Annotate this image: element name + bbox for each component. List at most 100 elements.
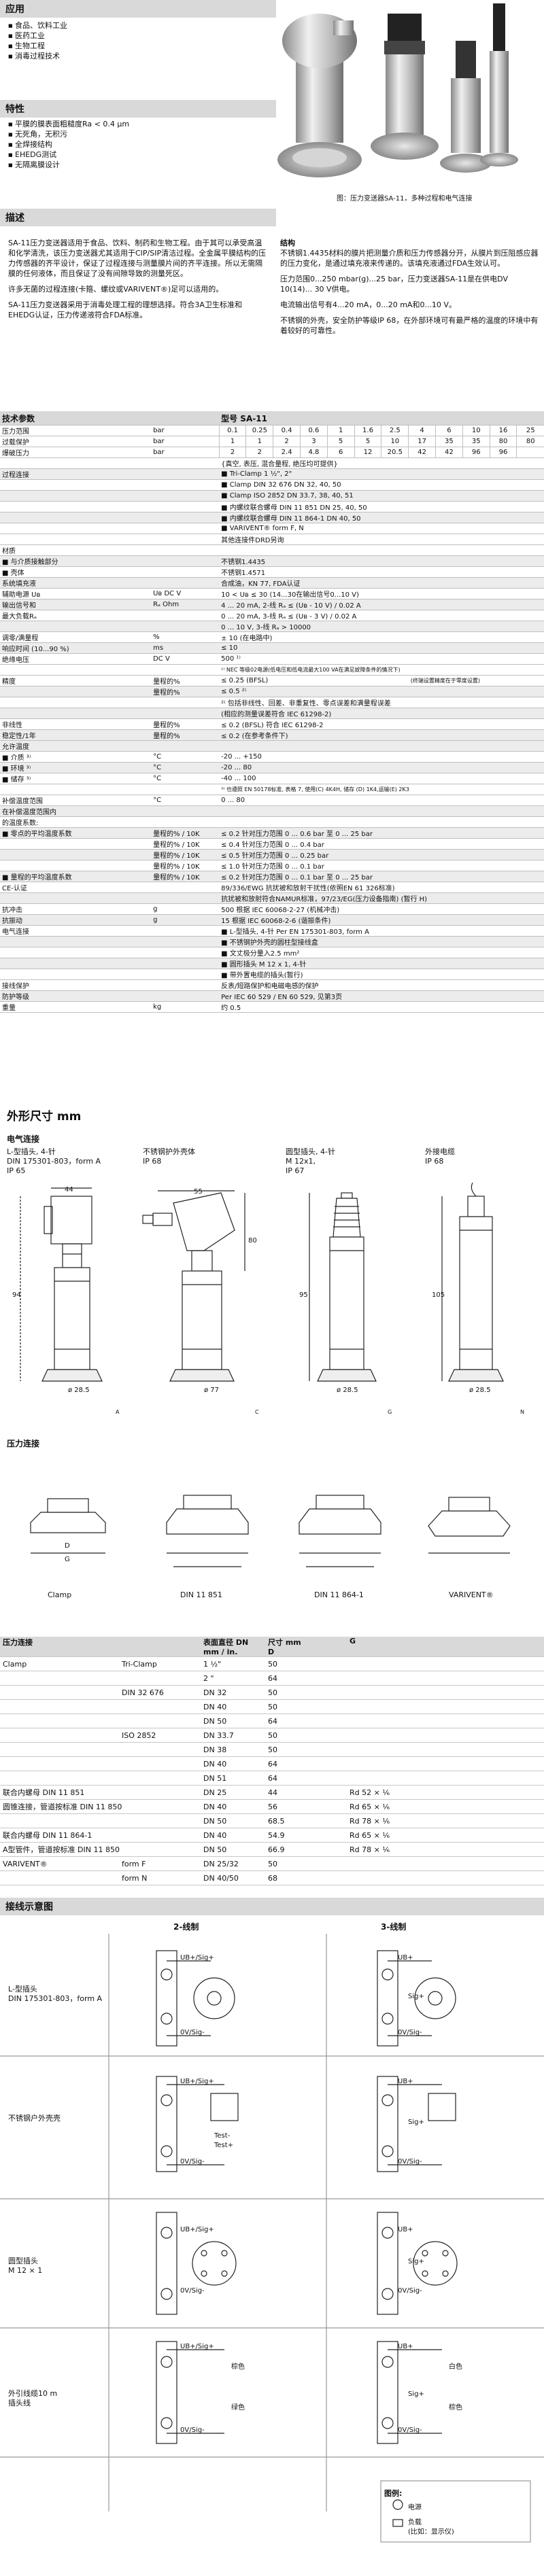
spec-cell	[219, 740, 544, 752]
spec-cell: ■ 圆形插头 M 12 x 1, 4-针	[219, 958, 544, 969]
spec-cell: 压力范围	[0, 425, 152, 436]
spec-cell	[0, 784, 220, 795]
pressure-conn-drawings: DG	[30, 1495, 511, 1567]
spec-cell	[0, 523, 220, 534]
conn-table-cell: DN 50	[201, 1813, 265, 1828]
conn-table-cell: Rd 65 × ⅙	[347, 1799, 544, 1814]
spec-cell: Rₐ Ohm	[151, 599, 220, 610]
conn-table-cell	[0, 1870, 119, 1885]
pressure-conn-caption: VARIVENT®	[449, 1590, 494, 1599]
dim-letter: N	[520, 1409, 524, 1415]
conn-table-cell: 64	[265, 1771, 347, 1786]
spec-cell: {真空, 表压, 混合量程, 绝压均可提供}	[219, 457, 544, 469]
spec-cell: 0.6	[300, 425, 328, 436]
spec-cell	[0, 697, 152, 708]
spec-row: 量程的% / 10K≤ 0.5 针对压力范围 0 ... 0.25 bar	[0, 849, 544, 860]
application-item: 生物工程	[8, 41, 260, 52]
conn-table-cell: Rd 65 × ⅙	[347, 1828, 544, 1843]
spec-cell: g	[151, 914, 220, 926]
spec-cell	[0, 501, 220, 512]
spec-cell: -20 ... +150	[219, 751, 544, 763]
spec-cell	[0, 708, 152, 719]
spec-cell: °C	[151, 773, 220, 784]
dim-label: ø 28.5	[337, 1387, 358, 1394]
spec-cell: 4	[408, 425, 436, 436]
wiring-label: 0V/Sig-	[180, 2426, 205, 2434]
dim-label: 95	[299, 1291, 308, 1299]
wiring-label: UB+	[398, 1954, 413, 1962]
spec-cell: 6	[435, 425, 463, 436]
spec-cell: 量程的% / 10K	[151, 849, 220, 860]
spec-cell: ■ 与介质接触部分	[0, 555, 152, 567]
spec-cell: 系统填充液	[0, 577, 152, 589]
wiring-label: 0V/Sig-	[398, 2287, 422, 2295]
pressure-conn-caption: DIN 11 864-1	[314, 1590, 364, 1599]
spec-cell	[151, 555, 220, 567]
conn-table-cell: 68.5	[265, 1813, 347, 1828]
conn-table-header-cell: G	[347, 1637, 544, 1657]
spec-cell: 96	[489, 447, 517, 458]
spec-cell	[408, 708, 544, 719]
conn-table-cell	[119, 1756, 201, 1771]
spec-cell	[0, 534, 220, 545]
struct-para-1: 不锈钢1.4435材料的膜片把测量介质和压力传感器分开，从膜片到压阻感应器的压力…	[280, 249, 539, 268]
spec-cell: ≤ 0.4 针对压力范围 0 ... 0.4 bar	[219, 838, 544, 850]
spec-cell: 重量	[0, 1001, 152, 1013]
description-right: 结构 不锈钢1.4435材料的膜片把测量介质和压力传感器分开，从膜片到压阻感应器…	[280, 238, 539, 336]
spec-row: ²⁾ 包括非线性、回差、非重复性、零点误差和满量程误差	[0, 697, 544, 708]
conn-table-cell: 44	[265, 1785, 347, 1800]
spec-cell: -20 ... 80	[219, 762, 544, 773]
conn-table-cell: 50	[265, 1742, 347, 1757]
conn-table-cell: 50	[265, 1699, 347, 1714]
struct-para-4: 不锈钢的外壳，安全防护等级IP 68，在外部环境可有最严格的温度的环境中有着较好…	[280, 316, 539, 335]
spec-row: 非线性量程的%≤ 0.2 (BFSL) 符合 IEC 61298-2	[0, 718, 544, 730]
spec-cell: 电气连接	[0, 925, 220, 937]
spec-cell: 2.5	[381, 425, 409, 436]
conn-table-cell: DN 33.7	[201, 1728, 265, 1743]
conn-table-cell: DN 40	[201, 1699, 265, 1714]
spec-cell: 在补偿温度范围内	[0, 805, 152, 817]
dim-letter: G	[388, 1409, 392, 1415]
conn-table-cell: DN 38	[201, 1742, 265, 1757]
conn-table-cell	[119, 1799, 201, 1814]
spec-cell: 0 ... 80	[219, 795, 544, 806]
feature-item: 全焊接结构	[8, 139, 260, 150]
features-title: 特性	[0, 100, 276, 118]
spec-cell: ■ 文丈极分量入2.5 mm²	[219, 947, 544, 958]
wiring-label: Sig+	[408, 2390, 424, 2398]
spec-cell: 反表/短路保护和电磁电感的保护	[219, 979, 544, 991]
spec-row: ■ VARIVENT® form F, N	[0, 523, 544, 534]
dim-label: 105	[432, 1291, 445, 1299]
spec-cell	[219, 816, 544, 828]
conn-table-cell: 联合内螺母 DIN 11 851	[0, 1785, 119, 1800]
spec-cell: ≤ 0.2 (在参考条件下)	[219, 729, 409, 741]
spec-cell: 接线保护	[0, 979, 152, 991]
conn-table-cell	[119, 1785, 201, 1800]
conn-table-cell	[0, 1699, 119, 1714]
conn-table-cell: DN 51	[201, 1771, 265, 1786]
spec-cell	[151, 805, 220, 817]
description-title: 描述	[0, 209, 276, 226]
spec-row: 精度量程的%≤ 0.25 (BFSL)(终端设置精度在于零度设置)	[0, 675, 544, 686]
legend-load-note: (比如：显示仪)	[408, 2528, 454, 2536]
spec-cell	[0, 892, 152, 904]
pressure-dim-letter: G	[65, 1556, 70, 1563]
spec-cell: 量程的% / 10K	[151, 860, 220, 871]
conn-table-cell: 66.9	[265, 1842, 347, 1857]
spec-cell: %	[151, 631, 220, 643]
spec-cell: DC V	[151, 653, 220, 665]
spec-row: ¹⁾ NEC 等级02电源(低电压和低电流最大100 VA在满足故障条件的情况下…	[0, 664, 544, 676]
conn-table-cell: DN 25	[201, 1785, 265, 1800]
spec-cell: bar	[151, 425, 220, 436]
conn-table-cell	[119, 1699, 201, 1714]
spec-cell: 2	[273, 436, 301, 447]
spec-row: ■ 量程的平均温度系数量程的% / 10K≤ 0.2 针对压力范围 0 ... …	[0, 871, 544, 882]
application-item: 医药工业	[8, 31, 260, 41]
spec-cell: 精度	[0, 675, 152, 686]
dim-label: ø 28.5	[469, 1387, 491, 1394]
